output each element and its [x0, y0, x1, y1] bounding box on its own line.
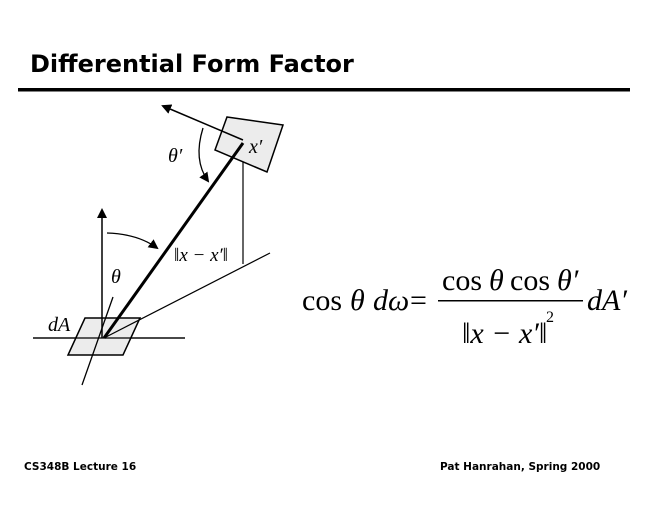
num-theta: θ — [489, 264, 504, 297]
theta-label: θ — [111, 266, 121, 288]
form-factor-equation: cos θ dω = cos θ cos θ′ ‖x − x′‖ 2 dA′ — [302, 264, 627, 350]
denominator: ‖x − x′‖ — [462, 317, 547, 350]
x-prime-patch — [214, 116, 285, 174]
x-prime-normal-arrow — [161, 104, 244, 141]
rhs-dA-prime: dA′ — [587, 284, 627, 317]
denominator-exponent: 2 — [546, 309, 554, 326]
slide-title: Differential Form Factor — [30, 50, 354, 78]
num-cos-2: cos — [510, 264, 550, 297]
theta-prime-label: θ′ — [168, 145, 183, 167]
num-cos-1: cos — [442, 264, 482, 297]
footer-course: CS348B Lecture 16 — [24, 461, 136, 473]
x-prime-label: x′ — [248, 136, 263, 158]
projection-line — [103, 252, 271, 339]
title-rule — [18, 88, 630, 92]
tangent-line — [81, 296, 114, 386]
lhs-cos: cos — [302, 284, 342, 317]
equals-sign: = — [410, 284, 427, 317]
lhs-domega: dω — [373, 284, 409, 317]
footer-author: Pat Hanrahan, Spring 2000 — [440, 461, 600, 473]
fraction-bar — [438, 300, 583, 302]
num-theta-prime: θ′ — [557, 264, 579, 297]
theta-prime-arc-arrow — [198, 127, 210, 183]
form-factor-diagram: θ′ x′ ‖x − x′‖ θ dA — [33, 104, 285, 386]
theta-arc-arrow — [106, 232, 159, 250]
dA-label: dA — [48, 314, 71, 336]
distance-label: ‖x − x′‖ — [174, 245, 228, 266]
ray-line — [102, 142, 245, 339]
lhs-theta: θ — [350, 284, 365, 317]
